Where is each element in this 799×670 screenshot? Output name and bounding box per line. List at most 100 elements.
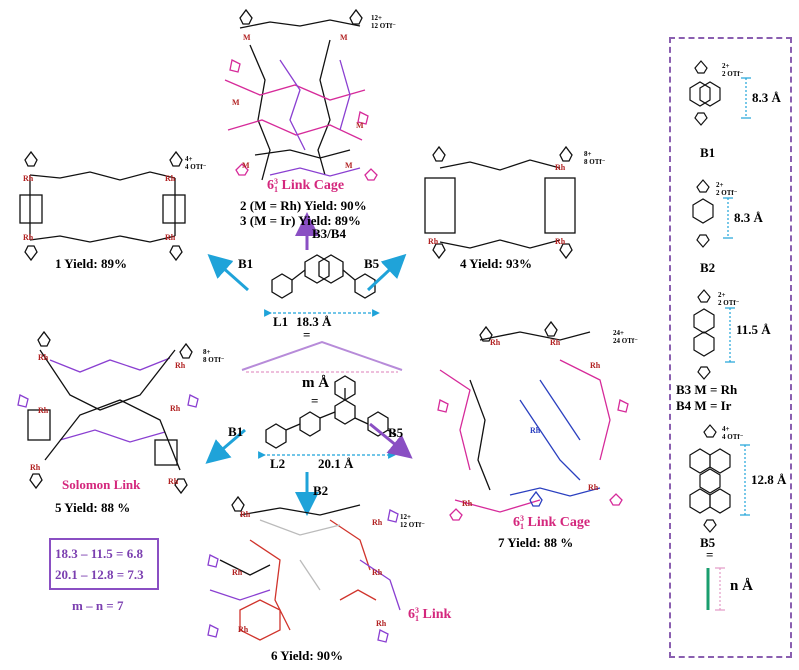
m-label: M xyxy=(345,161,353,170)
m-bracket xyxy=(241,340,403,373)
rh-label: Rh xyxy=(376,619,387,628)
arrow-b5-lower xyxy=(369,422,413,459)
compound-4-structure xyxy=(424,145,576,260)
compound-2-structure xyxy=(224,8,378,181)
b34-distance: 11.5 Å xyxy=(736,322,771,337)
compound-5-yield: 5 Yield: 88 % xyxy=(55,500,131,515)
charge-b2: 2+ 2 OTf⁻ xyxy=(716,181,738,197)
rh-label: Rh xyxy=(240,510,251,519)
arrow-b5-lower-label: B5 xyxy=(388,425,404,440)
rh-label: Rh xyxy=(372,518,383,527)
compound-2-yield: 2 (M = Rh) Yield: 90% xyxy=(240,198,367,213)
rh-label: Rh xyxy=(462,499,473,508)
charge-b5: 4+ 4 OTf⁻ xyxy=(722,425,744,441)
rh-label: Rh xyxy=(38,353,49,362)
b34-structure xyxy=(693,289,715,380)
rh-label: Rh xyxy=(232,568,243,577)
link-bottom-text: Link xyxy=(422,607,452,623)
rh-label: Rh xyxy=(530,426,541,435)
b1-structure xyxy=(689,60,721,126)
knot-sub: 1 xyxy=(274,185,278,194)
knot-sup: 3 xyxy=(415,606,419,615)
m-label: M xyxy=(232,98,240,107)
side-equals-sign: = xyxy=(706,547,714,562)
rh-label: Rh xyxy=(555,163,566,172)
compound-1-structure xyxy=(19,150,186,262)
compound-7-yield: 7 Yield: 88 % xyxy=(498,535,574,550)
b2-label: B2 xyxy=(700,260,716,275)
equals-sign: = xyxy=(311,393,319,408)
compound-4-yield: 4 Yield: 93% xyxy=(460,256,532,271)
rh-label: Rh xyxy=(30,463,41,472)
charge-compound-6: 12+ 12 OTf⁻ xyxy=(400,513,425,529)
knot-sup: 3 xyxy=(520,514,524,523)
link-cage-top-text: Link Cage xyxy=(281,178,345,194)
equation-box: 18.3 – 11.5 = 6.8 20.1 – 12.8 = 7.3 xyxy=(49,538,159,590)
rh-label: Rh xyxy=(372,568,383,577)
rh-label: Rh xyxy=(170,404,181,413)
rh-label: Rh xyxy=(38,406,49,415)
compound-6-structure xyxy=(207,495,401,643)
rh-label: Rh xyxy=(168,477,179,486)
equals-sign: = xyxy=(303,327,311,342)
b3-label: B3 M = Rh xyxy=(676,382,738,397)
compound-5-structure xyxy=(17,330,199,495)
m-angstrom-label: m Å xyxy=(302,375,330,391)
compound-1-yield: 1 Yield: 89% xyxy=(55,256,127,271)
link-cage-right-text: Link Cage xyxy=(527,515,591,531)
m-label: M xyxy=(356,121,364,130)
ligand-l1-structure xyxy=(271,254,376,299)
rh-label: Rh xyxy=(23,233,34,242)
b2-distance: 8.3 Å xyxy=(734,210,763,225)
m-minus-n-result: m – n = 7 xyxy=(72,598,124,613)
ligand-l2-structure xyxy=(265,375,397,449)
knot-sup: 3 xyxy=(274,177,278,186)
m-label: M xyxy=(242,161,250,170)
charge-compound-2: 12+ 12 OTf⁻ xyxy=(371,14,396,30)
solomon-link-label: Solomon Link xyxy=(62,477,141,492)
n-angstrom-label: n Å xyxy=(730,578,753,594)
m-label: M xyxy=(340,33,348,42)
b1-label: B1 xyxy=(700,145,716,160)
charge-compound-7: 24+ 24 OTf⁻ xyxy=(613,329,638,345)
l2-distance-label: 20.1 Å xyxy=(318,456,354,471)
arrow-b1-lower xyxy=(205,428,246,464)
charge-compound-4: 8+ 8 OTf⁻ xyxy=(584,150,606,166)
ligand-l2-label: L2 xyxy=(270,456,286,471)
b5-label: B5 xyxy=(700,535,716,550)
knot-sub: 1 xyxy=(415,614,419,623)
building-block-panel xyxy=(669,37,792,658)
charge-b1: 2+ 2 OTf⁻ xyxy=(722,62,744,78)
rh-label: Rh xyxy=(490,338,501,347)
m-label: M xyxy=(243,33,251,42)
rh-label: Rh xyxy=(23,174,34,183)
arrow-b5-upper-label: B5 xyxy=(364,256,380,271)
rh-label: Rh xyxy=(165,233,176,242)
ligand-l1-label: L1 xyxy=(273,314,289,329)
equation-line-1: 18.3 – 11.5 = 6.8 xyxy=(55,546,143,561)
charge-compound-5: 8+ 8 OTf⁻ xyxy=(203,348,225,364)
b5-distance: 12.8 Å xyxy=(751,472,787,487)
arrow-b5-upper xyxy=(366,253,407,292)
b5-structure xyxy=(689,424,731,533)
arrow-b1-upper xyxy=(207,254,249,292)
b1-distance: 8.3 Å xyxy=(752,90,781,105)
knot-base: 6 xyxy=(267,178,274,194)
rh-label: Rh xyxy=(590,361,601,370)
arrow-b1-upper-label: B1 xyxy=(238,256,254,271)
arrow-b1-lower-label: B1 xyxy=(228,424,244,439)
rh-label: Rh xyxy=(550,338,561,347)
knot-base: 6 xyxy=(408,607,415,623)
charge-b34: 2+ 2 OTf⁻ xyxy=(718,291,740,307)
compound-3-yield: 3 (M = Ir) Yield: 89% xyxy=(240,213,361,228)
arrow-b34-label: B3/B4 xyxy=(312,226,346,241)
rh-label: Rh xyxy=(238,625,249,634)
rh-label: Rh xyxy=(428,237,439,246)
b2-structure xyxy=(692,179,714,248)
l1-distance-label: 18.3 Å xyxy=(296,314,332,329)
knot-sub: 1 xyxy=(520,522,524,531)
rh-label: Rh xyxy=(555,237,566,246)
